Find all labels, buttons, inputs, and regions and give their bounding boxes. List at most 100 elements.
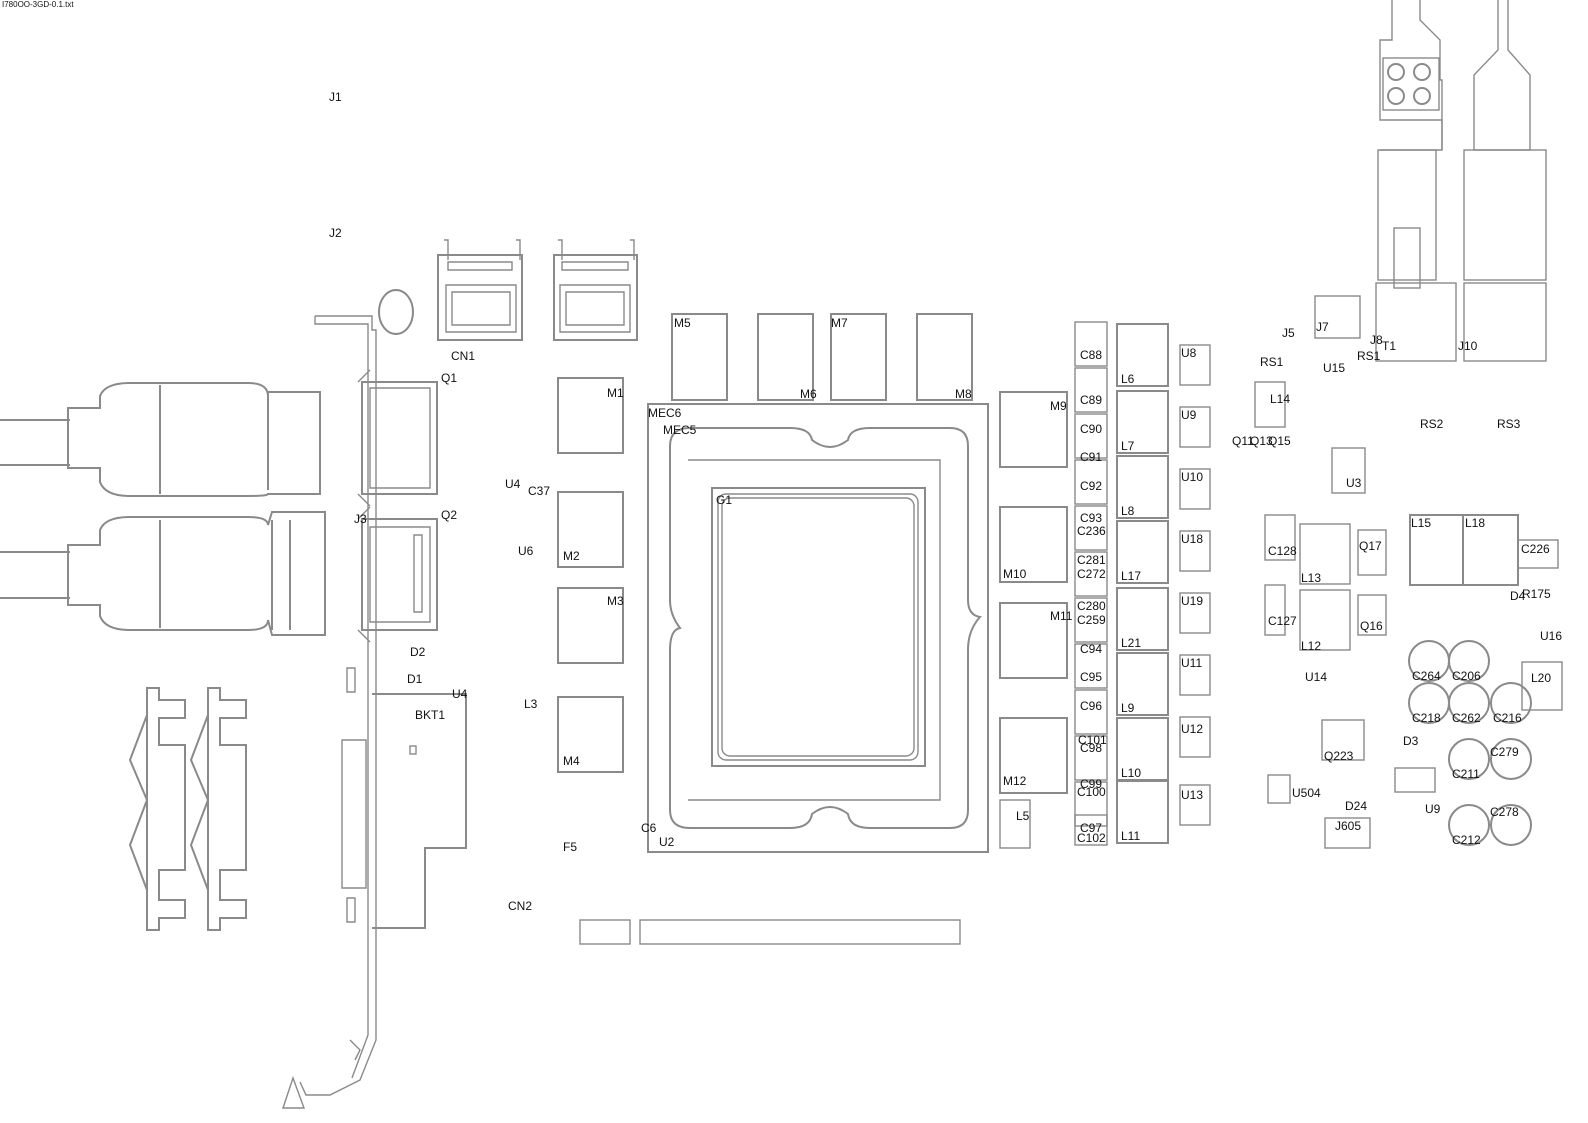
label-c272: C272 (1077, 567, 1106, 581)
label-j8: J8 (1370, 333, 1383, 347)
label-c37: C37 (528, 484, 550, 498)
label-m5: M5 (674, 316, 691, 330)
label-u13: U13 (1181, 788, 1203, 802)
vrm-components (999, 321, 1563, 849)
label-u8: U8 (1181, 346, 1197, 360)
label-l13: L13 (1301, 571, 1321, 585)
file-title: I780OO-3GD-0.1.txt (2, 0, 74, 9)
label-j3: J3 (354, 512, 367, 526)
dvi-style-stacks (128, 687, 247, 931)
pcie-edge-fingers (579, 919, 961, 945)
label-m6: M6 (800, 387, 817, 401)
label-l5: L5 (1016, 809, 1030, 823)
electrolytic-capacitors (1408, 640, 1532, 846)
label-mec6: MEC6 (648, 406, 682, 420)
component-labels: J1 J2 J3 CN1 CN2 BKT1 Q1 Q2 D2 D1 U4 C37… (329, 90, 1562, 913)
label-u3: U3 (1346, 476, 1362, 490)
label-l9: L9 (1121, 701, 1135, 715)
label-q16: Q16 (1360, 619, 1383, 633)
label-rs2: RS2 (1420, 417, 1444, 431)
label-c226: C226 (1521, 542, 1550, 556)
label-u15: U15 (1323, 361, 1345, 375)
label-c100: C100 (1077, 785, 1106, 799)
label-u6: U6 (518, 544, 534, 558)
label-m2: M2 (563, 549, 580, 563)
label-c279: C279 (1490, 745, 1519, 759)
label-d1: D1 (407, 672, 423, 686)
label-f5: F5 (563, 840, 577, 854)
label-c280: C280 (1077, 599, 1106, 613)
label-j7: J7 (1316, 320, 1329, 334)
label-cn1: CN1 (451, 349, 475, 363)
label-c216: C216 (1493, 711, 1522, 725)
label-c211: C211 (1452, 767, 1480, 781)
label-q11: Q11 (1232, 434, 1254, 448)
label-c262: C262 (1452, 711, 1481, 725)
label-u9b: U9 (1425, 802, 1441, 816)
label-r175: R175 (1522, 587, 1551, 601)
label-m10: M10 (1003, 567, 1027, 581)
label-j10: J10 (1458, 339, 1478, 353)
label-u504: U504 (1292, 786, 1321, 800)
label-g1: G1 (716, 493, 732, 507)
label-l7: L7 (1121, 439, 1135, 453)
label-u16: U16 (1540, 629, 1562, 643)
label-q15: Q15 (1268, 434, 1291, 448)
label-bkt1: BKT1 (415, 708, 445, 722)
label-u2: U2 (659, 835, 675, 849)
label-rs1-small: RS1 (1357, 349, 1381, 363)
label-c101: C101 (1078, 733, 1107, 747)
gpu-mount-frame (647, 403, 989, 853)
label-q13: Q13 (1250, 434, 1273, 448)
label-c128: C128 (1268, 544, 1297, 558)
label-q17: Q17 (1359, 539, 1382, 553)
label-l3: L3 (524, 697, 538, 711)
label-l6: L6 (1121, 372, 1135, 386)
label-c92: C92 (1080, 479, 1102, 493)
cn1-connectors (437, 239, 638, 341)
label-u4: U4 (452, 687, 468, 701)
label-t1: T1 (1382, 339, 1396, 353)
label-c89: C89 (1080, 393, 1102, 407)
label-m11: M11 (1050, 609, 1073, 623)
label-c94: C94 (1080, 642, 1102, 656)
label-l15: L15 (1411, 516, 1431, 530)
label-m7: M7 (831, 316, 848, 330)
label-u12: U12 (1181, 722, 1203, 736)
label-d24: D24 (1345, 799, 1367, 813)
label-c99: C99 (1080, 777, 1102, 791)
label-c218: C218 (1412, 711, 1441, 725)
label-c96: C96 (1080, 699, 1102, 713)
label-c95: C95 (1080, 670, 1102, 684)
label-l11: L11 (1121, 829, 1140, 843)
label-cn2: CN2 (508, 899, 532, 913)
label-u11: U11 (1181, 656, 1202, 670)
label-u10: U10 (1181, 470, 1203, 484)
label-m12: M12 (1003, 774, 1027, 788)
label-m8: M8 (955, 387, 972, 401)
label-c102: C102 (1077, 831, 1106, 845)
bracket-outline (282, 289, 467, 1109)
label-d2: D2 (410, 645, 426, 659)
label-c212: C212 (1452, 833, 1481, 847)
label-q223: Q223 (1324, 749, 1354, 763)
label-l18: L18 (1465, 516, 1485, 530)
label-c259: C259 (1077, 613, 1106, 627)
label-l17: L17 (1121, 569, 1141, 583)
label-q1: Q1 (441, 371, 457, 385)
label-c206: C206 (1452, 669, 1481, 683)
label-m3: M3 (607, 594, 624, 608)
label-c6: C6 (641, 821, 657, 835)
label-u4-rot: U4 (505, 477, 521, 491)
label-u9: U9 (1181, 408, 1197, 422)
label-c127: C127 (1268, 614, 1297, 628)
label-l14: L14 (1270, 392, 1290, 406)
label-m9: M9 (1050, 399, 1067, 413)
label-c281: C281 (1077, 553, 1106, 567)
label-c236: C236 (1077, 524, 1106, 538)
label-j1: J1 (329, 90, 342, 104)
label-m4: M4 (563, 754, 580, 768)
label-l12: L12 (1301, 639, 1321, 653)
display-connector-housings (0, 382, 326, 636)
